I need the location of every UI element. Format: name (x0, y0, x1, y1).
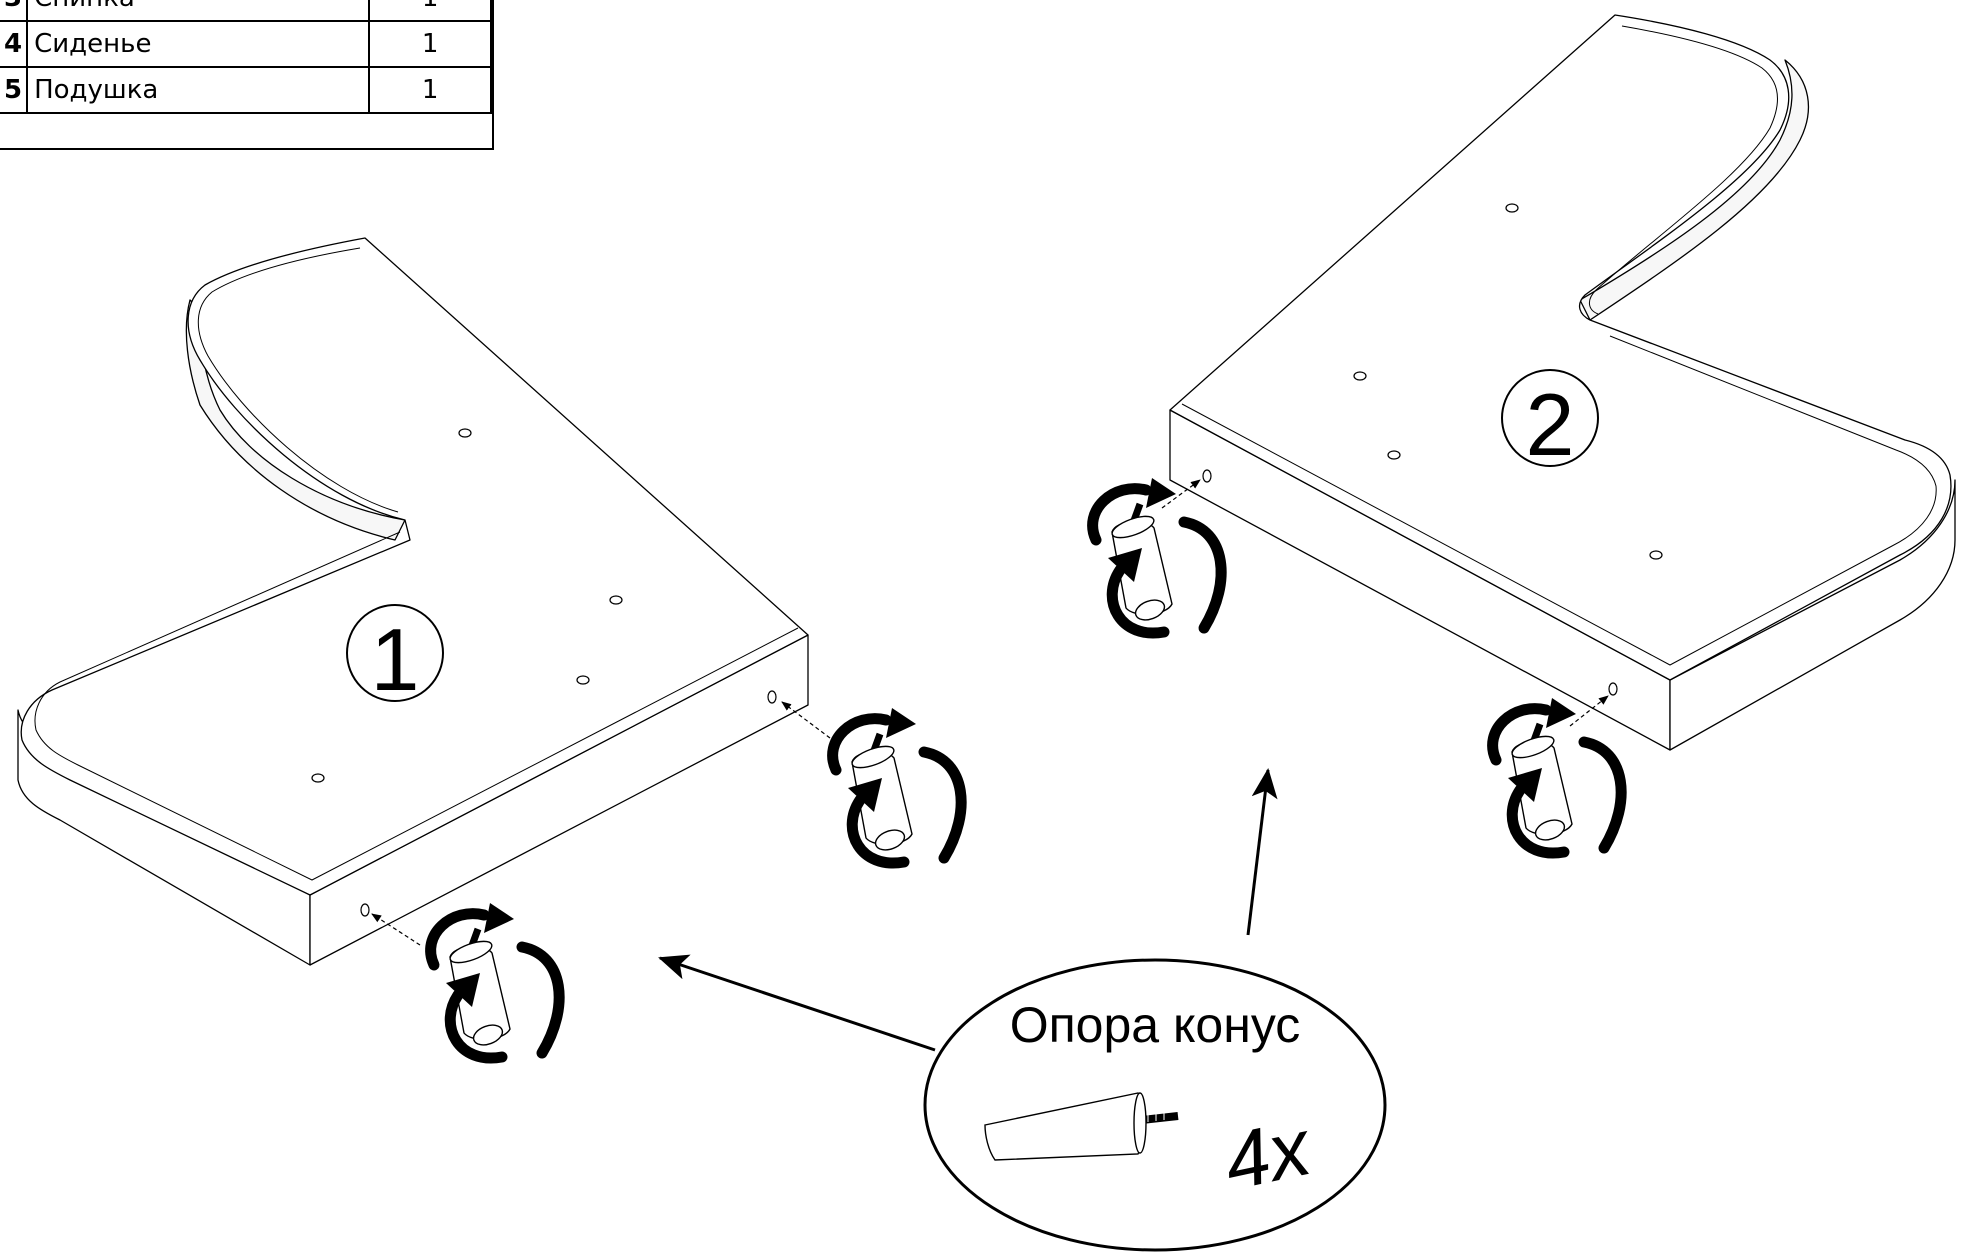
part-quantity: 1 (368, 66, 493, 114)
seat-part-1 (17, 237, 809, 966)
part-label-1: 1 (371, 610, 420, 709)
part-number: 3 (0, 0, 29, 22)
part-name: Спинка (26, 0, 371, 22)
part-number: 5 (0, 66, 29, 114)
callout-bubble (923, 958, 1387, 1252)
parts-table: 3 Спинка 1 4 Сиденье 1 5 Подушка 1 (0, 0, 495, 150)
part-name: Подушка (26, 66, 371, 114)
seat-part-2 (1169, 14, 1956, 751)
conical-leg-icon (984, 1092, 1179, 1161)
part-label-circle-2 (1501, 369, 1599, 467)
leg-insertion-1 (781, 701, 961, 863)
leg-insertion-3 (1093, 478, 1222, 633)
part-quantity: 1 (368, 0, 493, 22)
leg-insertion-4 (1493, 696, 1622, 853)
parts-table-row: 3 Спинка 1 (0, 0, 493, 22)
leg-insertion-2 (371, 903, 559, 1058)
part-quantity: 1 (368, 20, 493, 68)
part-name: Сиденье (26, 20, 371, 68)
part-label-2: 2 (1526, 375, 1575, 474)
parts-table-row: 4 Сиденье 1 (0, 20, 493, 68)
part-number: 4 (0, 20, 29, 68)
callout-title: Опора конус (1010, 997, 1301, 1053)
parts-table-row: 5 Подушка 1 (0, 66, 493, 114)
callout-pointer-arrow (1246, 768, 1278, 936)
part-label-circle-1 (346, 604, 444, 702)
callout-pointer-arrow (658, 954, 936, 1052)
